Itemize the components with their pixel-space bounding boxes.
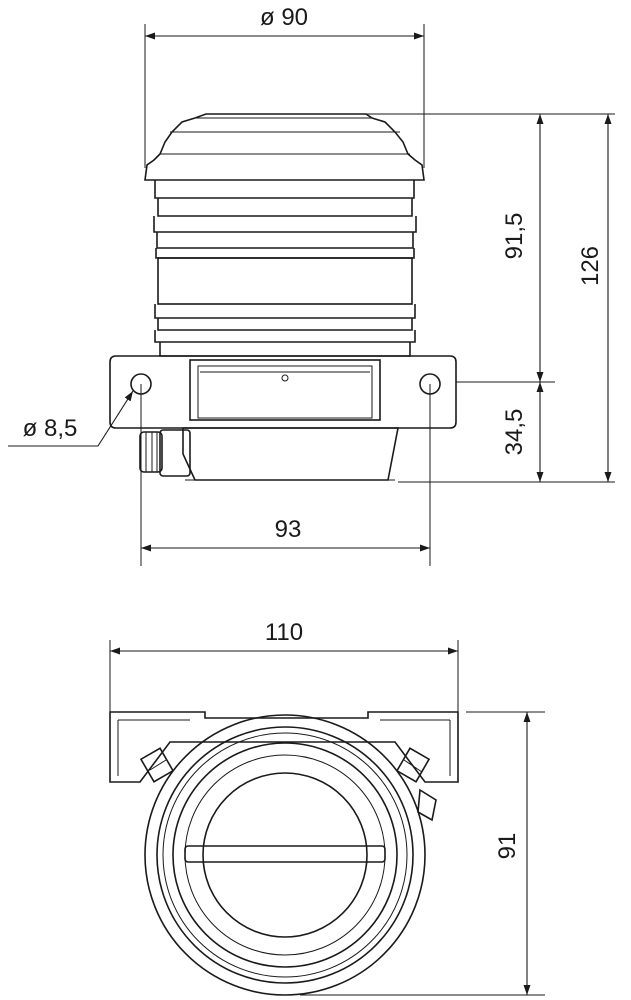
lamp-inner-circle <box>202 772 368 938</box>
top-diameter-label: ø 90 <box>260 4 308 31</box>
lamp-ribs <box>153 180 417 259</box>
lamp-cap <box>144 113 425 181</box>
dimension-top-diameter: ø 90 <box>144 4 425 168</box>
hole-diameter-label: ø 8,5 <box>23 415 78 442</box>
clamp-screw-left <box>139 747 175 783</box>
dimension-hole-spacing: 93 <box>140 384 431 566</box>
lamp-body-circle <box>144 714 426 996</box>
clamp-screw-right <box>395 747 437 822</box>
lamp-lens <box>157 257 413 305</box>
dimension-hole-diameter: ø 8,5 <box>8 390 134 447</box>
bottom-width-label: 110 <box>265 619 303 646</box>
height-base-label: 34,5 <box>501 409 528 456</box>
height-upper-label: 91,5 <box>501 213 528 260</box>
hole-spacing-label: 93 <box>275 516 302 543</box>
height-total-label: 126 <box>577 246 604 286</box>
bottom-depth-label: 91 <box>494 833 521 860</box>
lamp-base <box>182 427 399 481</box>
mounting-flange <box>109 355 457 429</box>
bracket-plate <box>109 711 459 783</box>
dimension-heights: 91,5 34,5 126 <box>366 113 615 483</box>
dimension-bottom-width: 110 <box>109 619 459 712</box>
bottom-view: 110 91 <box>109 619 545 996</box>
cable-gland <box>139 429 191 477</box>
center-bar <box>184 845 386 863</box>
dimension-bottom-depth: 91 <box>300 711 545 996</box>
side-view: ø 90 91,5 34,5 126 ø 8,5 93 <box>8 4 615 566</box>
